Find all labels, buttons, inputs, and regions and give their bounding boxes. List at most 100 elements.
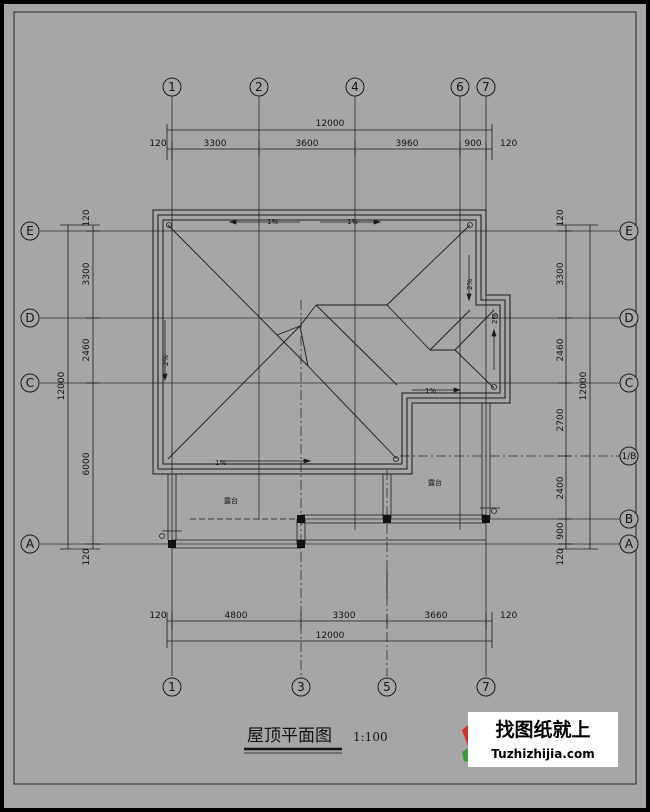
dim-bottom-seg: 3660 bbox=[425, 611, 448, 621]
dim-left-top-end: 120 bbox=[82, 209, 92, 226]
axis-label: 2 bbox=[255, 80, 263, 94]
axis-label: 4 bbox=[351, 80, 359, 94]
roof-drains bbox=[159, 222, 498, 539]
axis-bubble bbox=[619, 446, 639, 466]
dim-right-seg: 900 bbox=[556, 522, 566, 539]
column bbox=[383, 515, 391, 523]
dim-right-bottom-end: 120 bbox=[556, 548, 566, 565]
columns bbox=[168, 515, 490, 548]
terrace-structure bbox=[162, 403, 500, 598]
slope-label: 2% bbox=[466, 279, 474, 290]
bottom-dimensions bbox=[166, 612, 493, 648]
dim-right-total: 12000 bbox=[579, 371, 589, 400]
paper-background bbox=[4, 4, 646, 808]
roof-hips bbox=[167, 224, 495, 460]
drain-circle bbox=[166, 222, 172, 228]
top-axis-markers: 1 2 4 6 7 bbox=[162, 77, 496, 97]
dim-right-seg: 2400 bbox=[556, 476, 566, 499]
slope-label: 2% bbox=[162, 355, 170, 366]
axis-bubble bbox=[450, 77, 470, 97]
drain-circle bbox=[393, 456, 399, 462]
top-dimensions bbox=[166, 124, 493, 160]
axis-label: 5 bbox=[383, 680, 391, 694]
axis-bubble bbox=[20, 373, 40, 393]
roof-outline bbox=[152, 209, 511, 475]
axis-bubble bbox=[377, 677, 397, 697]
axis-bubble bbox=[20, 221, 40, 241]
dim-right-seg: 3300 bbox=[556, 262, 566, 285]
parapet-inner bbox=[162, 219, 501, 465]
right-axis-markers: E D C 1/B B A bbox=[619, 221, 639, 554]
dim-right-seg: 2460 bbox=[556, 338, 566, 361]
axis-label: E bbox=[26, 224, 34, 238]
axis-label: 6 bbox=[456, 80, 464, 94]
axis-label: 7 bbox=[482, 80, 490, 94]
axis-bubble bbox=[619, 509, 639, 529]
dim-left-bottom-end: 120 bbox=[82, 548, 92, 565]
dim-top-seg: 3600 bbox=[296, 139, 319, 149]
dim-top-seg: 900 bbox=[464, 139, 481, 149]
axis-bubble bbox=[249, 77, 269, 97]
drawing-frame bbox=[13, 11, 637, 785]
dim-top-right-end: 120 bbox=[500, 139, 517, 149]
drain-circle bbox=[491, 508, 497, 514]
axis-label: C bbox=[625, 376, 633, 390]
axis-bubble bbox=[619, 373, 639, 393]
axis-label: 1 bbox=[168, 680, 176, 694]
column bbox=[482, 515, 490, 523]
dim-left-seg: 6000 bbox=[82, 452, 92, 475]
left-dimensions bbox=[60, 224, 100, 550]
parapet-outer bbox=[152, 209, 511, 475]
dim-top-left-end: 120 bbox=[149, 139, 166, 149]
axis-label: C bbox=[26, 376, 34, 390]
dim-top-seg: 3960 bbox=[396, 139, 419, 149]
right-dimensions bbox=[558, 224, 598, 550]
drain-circle bbox=[467, 222, 473, 228]
axis-label: 1/B bbox=[622, 452, 637, 462]
column bbox=[297, 515, 305, 523]
dim-right-top-end: 120 bbox=[556, 209, 566, 226]
bottom-axis-markers: 1 3 5 7 bbox=[162, 677, 496, 697]
axis-label: B bbox=[625, 512, 633, 526]
axis-grid bbox=[40, 96, 620, 676]
axis-bubble bbox=[619, 534, 639, 554]
axis-bubble bbox=[162, 677, 182, 697]
slope-label: 1% bbox=[425, 387, 436, 395]
column bbox=[297, 540, 305, 548]
drawing-title: 屋顶平面图 bbox=[247, 726, 332, 746]
axis-label: 7 bbox=[482, 680, 490, 694]
axis-bubble bbox=[20, 534, 40, 554]
drain-circle bbox=[159, 533, 165, 539]
slope-label: 1% bbox=[347, 218, 358, 226]
axis-bubble bbox=[345, 77, 365, 97]
dim-top-total: 12000 bbox=[316, 119, 345, 129]
axis-label: E bbox=[625, 224, 633, 238]
axis-bubble bbox=[476, 77, 496, 97]
left-axis-markers: E D C A bbox=[20, 221, 40, 554]
drain-circle bbox=[491, 384, 497, 390]
dim-right-seg: 2700 bbox=[556, 408, 566, 431]
slope-label: 1% bbox=[267, 218, 278, 226]
dim-bottom-seg: 3300 bbox=[333, 611, 356, 621]
site-logo: 找图纸就上 Tuzhizhijia.com bbox=[462, 712, 618, 767]
axis-bubble bbox=[162, 77, 182, 97]
dim-left-seg: 3300 bbox=[82, 262, 92, 285]
logo-en-text: Tuzhizhijia.com bbox=[491, 747, 594, 761]
axis-bubble bbox=[476, 677, 496, 697]
logo-box bbox=[468, 712, 618, 767]
axis-bubble bbox=[20, 308, 40, 328]
axis-bubble bbox=[291, 677, 311, 697]
logo-cn-text: 找图纸就上 bbox=[495, 718, 590, 741]
slope-label: 1% bbox=[215, 459, 226, 467]
axis-bubble bbox=[619, 221, 639, 241]
axis-label: D bbox=[624, 311, 633, 325]
dim-left-total: 12000 bbox=[57, 371, 67, 400]
parapet-mid bbox=[157, 214, 506, 470]
axis-label: 3 bbox=[297, 680, 305, 694]
axis-label: A bbox=[625, 537, 634, 551]
axis-label: D bbox=[25, 311, 34, 325]
dim-bottom-total: 12000 bbox=[316, 631, 345, 641]
drain-circle bbox=[492, 313, 498, 319]
dim-bottom-right-end: 120 bbox=[500, 611, 517, 621]
